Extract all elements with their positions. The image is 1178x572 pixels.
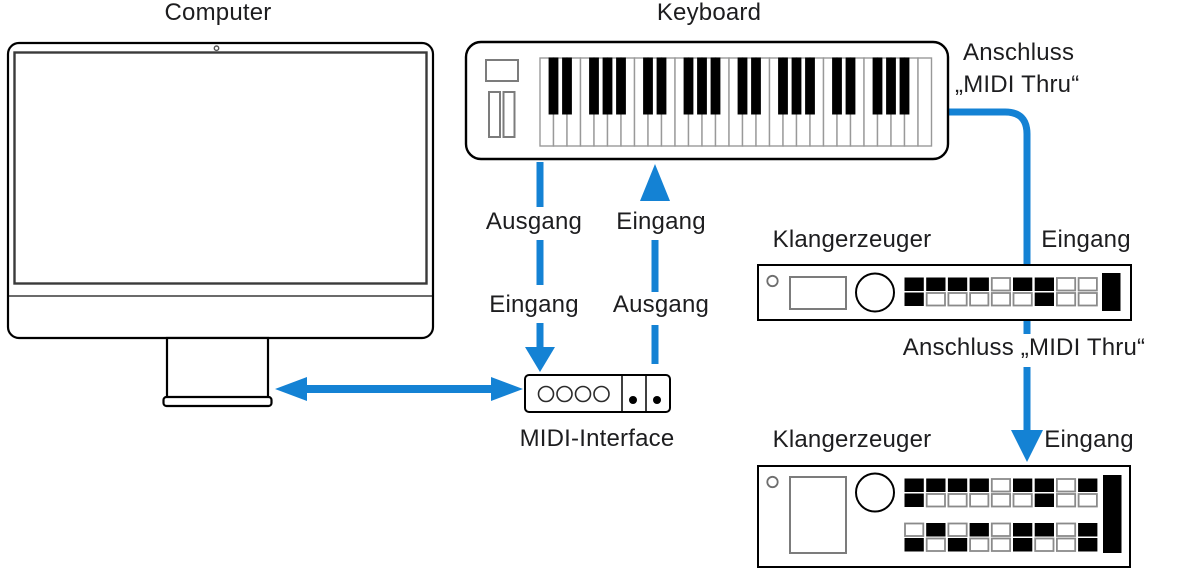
module-1-buttons — [904, 277, 1098, 307]
midi-port-icon — [556, 385, 573, 403]
module-1-slot — [1102, 273, 1121, 311]
arrowhead-up-keyboard — [640, 164, 670, 201]
sound-module-2-label: Klangerzeuger — [772, 426, 932, 453]
arrowhead-left-computer — [275, 377, 307, 401]
sound-module-1-label: Klangerzeuger — [772, 226, 932, 253]
module-2-slot — [1103, 475, 1122, 553]
module-2-buttons — [904, 478, 1098, 552]
volume-knob-icon — [855, 472, 895, 513]
arrowhead-right-interface — [491, 377, 523, 401]
pitch-wheel — [488, 91, 501, 138]
keyboard-display — [485, 59, 519, 82]
indicator-dot — [653, 396, 661, 404]
camera-icon — [213, 45, 220, 52]
keyboard-in-label: Eingang — [616, 208, 706, 235]
module-2-display — [789, 476, 847, 554]
computer-stand-neck — [165, 336, 270, 400]
module-2-input-label: Eingang — [1044, 426, 1134, 453]
connection-keyboard-out-arrow — [525, 162, 555, 372]
sound-module-1-illustration — [757, 264, 1132, 321]
module-1-input-label: Eingang — [1041, 226, 1131, 253]
power-led-icon — [766, 274, 779, 288]
computer-screen — [13, 51, 428, 285]
volume-knob-icon — [855, 272, 895, 313]
midi-port-icon — [574, 385, 592, 403]
midi-port-icon — [537, 385, 555, 403]
anschluss-midi-thru-label-line1: Anschluss — [963, 39, 1075, 66]
arrowhead-down-interface — [525, 347, 555, 372]
midi-thru-cable-top — [946, 108, 1031, 266]
computer-stand-base — [162, 395, 273, 408]
connection-computer-interface — [275, 377, 523, 401]
sound-module-2-illustration — [757, 465, 1131, 568]
computer-illustration — [6, 41, 435, 408]
power-led-icon — [766, 475, 779, 489]
indicator-dot — [629, 396, 637, 404]
keyboard-label: Keyboard — [656, 0, 762, 26]
keyboard-illustration — [464, 40, 950, 161]
mod-wheel — [502, 91, 516, 138]
interface-in-label: Eingang — [489, 291, 579, 318]
keyboard-out-label: Ausgang — [485, 208, 583, 235]
keyboard-keys — [539, 57, 933, 147]
midi-port-icon — [593, 385, 610, 403]
arrowhead-down-module2 — [1011, 430, 1043, 462]
midi-thru-mid-label: Anschluss „MIDI Thru“ — [902, 334, 1146, 361]
anschluss-midi-thru-label-line2: „MIDI Thru“ — [955, 71, 1080, 98]
midi-interface-label: MIDI-Interface — [519, 425, 675, 452]
module-1-display — [789, 276, 847, 310]
interface-out-label: Ausgang — [612, 291, 710, 318]
midi-interface-illustration — [524, 374, 671, 413]
computer-label: Computer — [164, 0, 272, 26]
interface-dividers — [621, 375, 647, 412]
connection-midi-thru-cable — [946, 108, 1043, 462]
connection-keyboard-in-arrow — [640, 164, 670, 364]
